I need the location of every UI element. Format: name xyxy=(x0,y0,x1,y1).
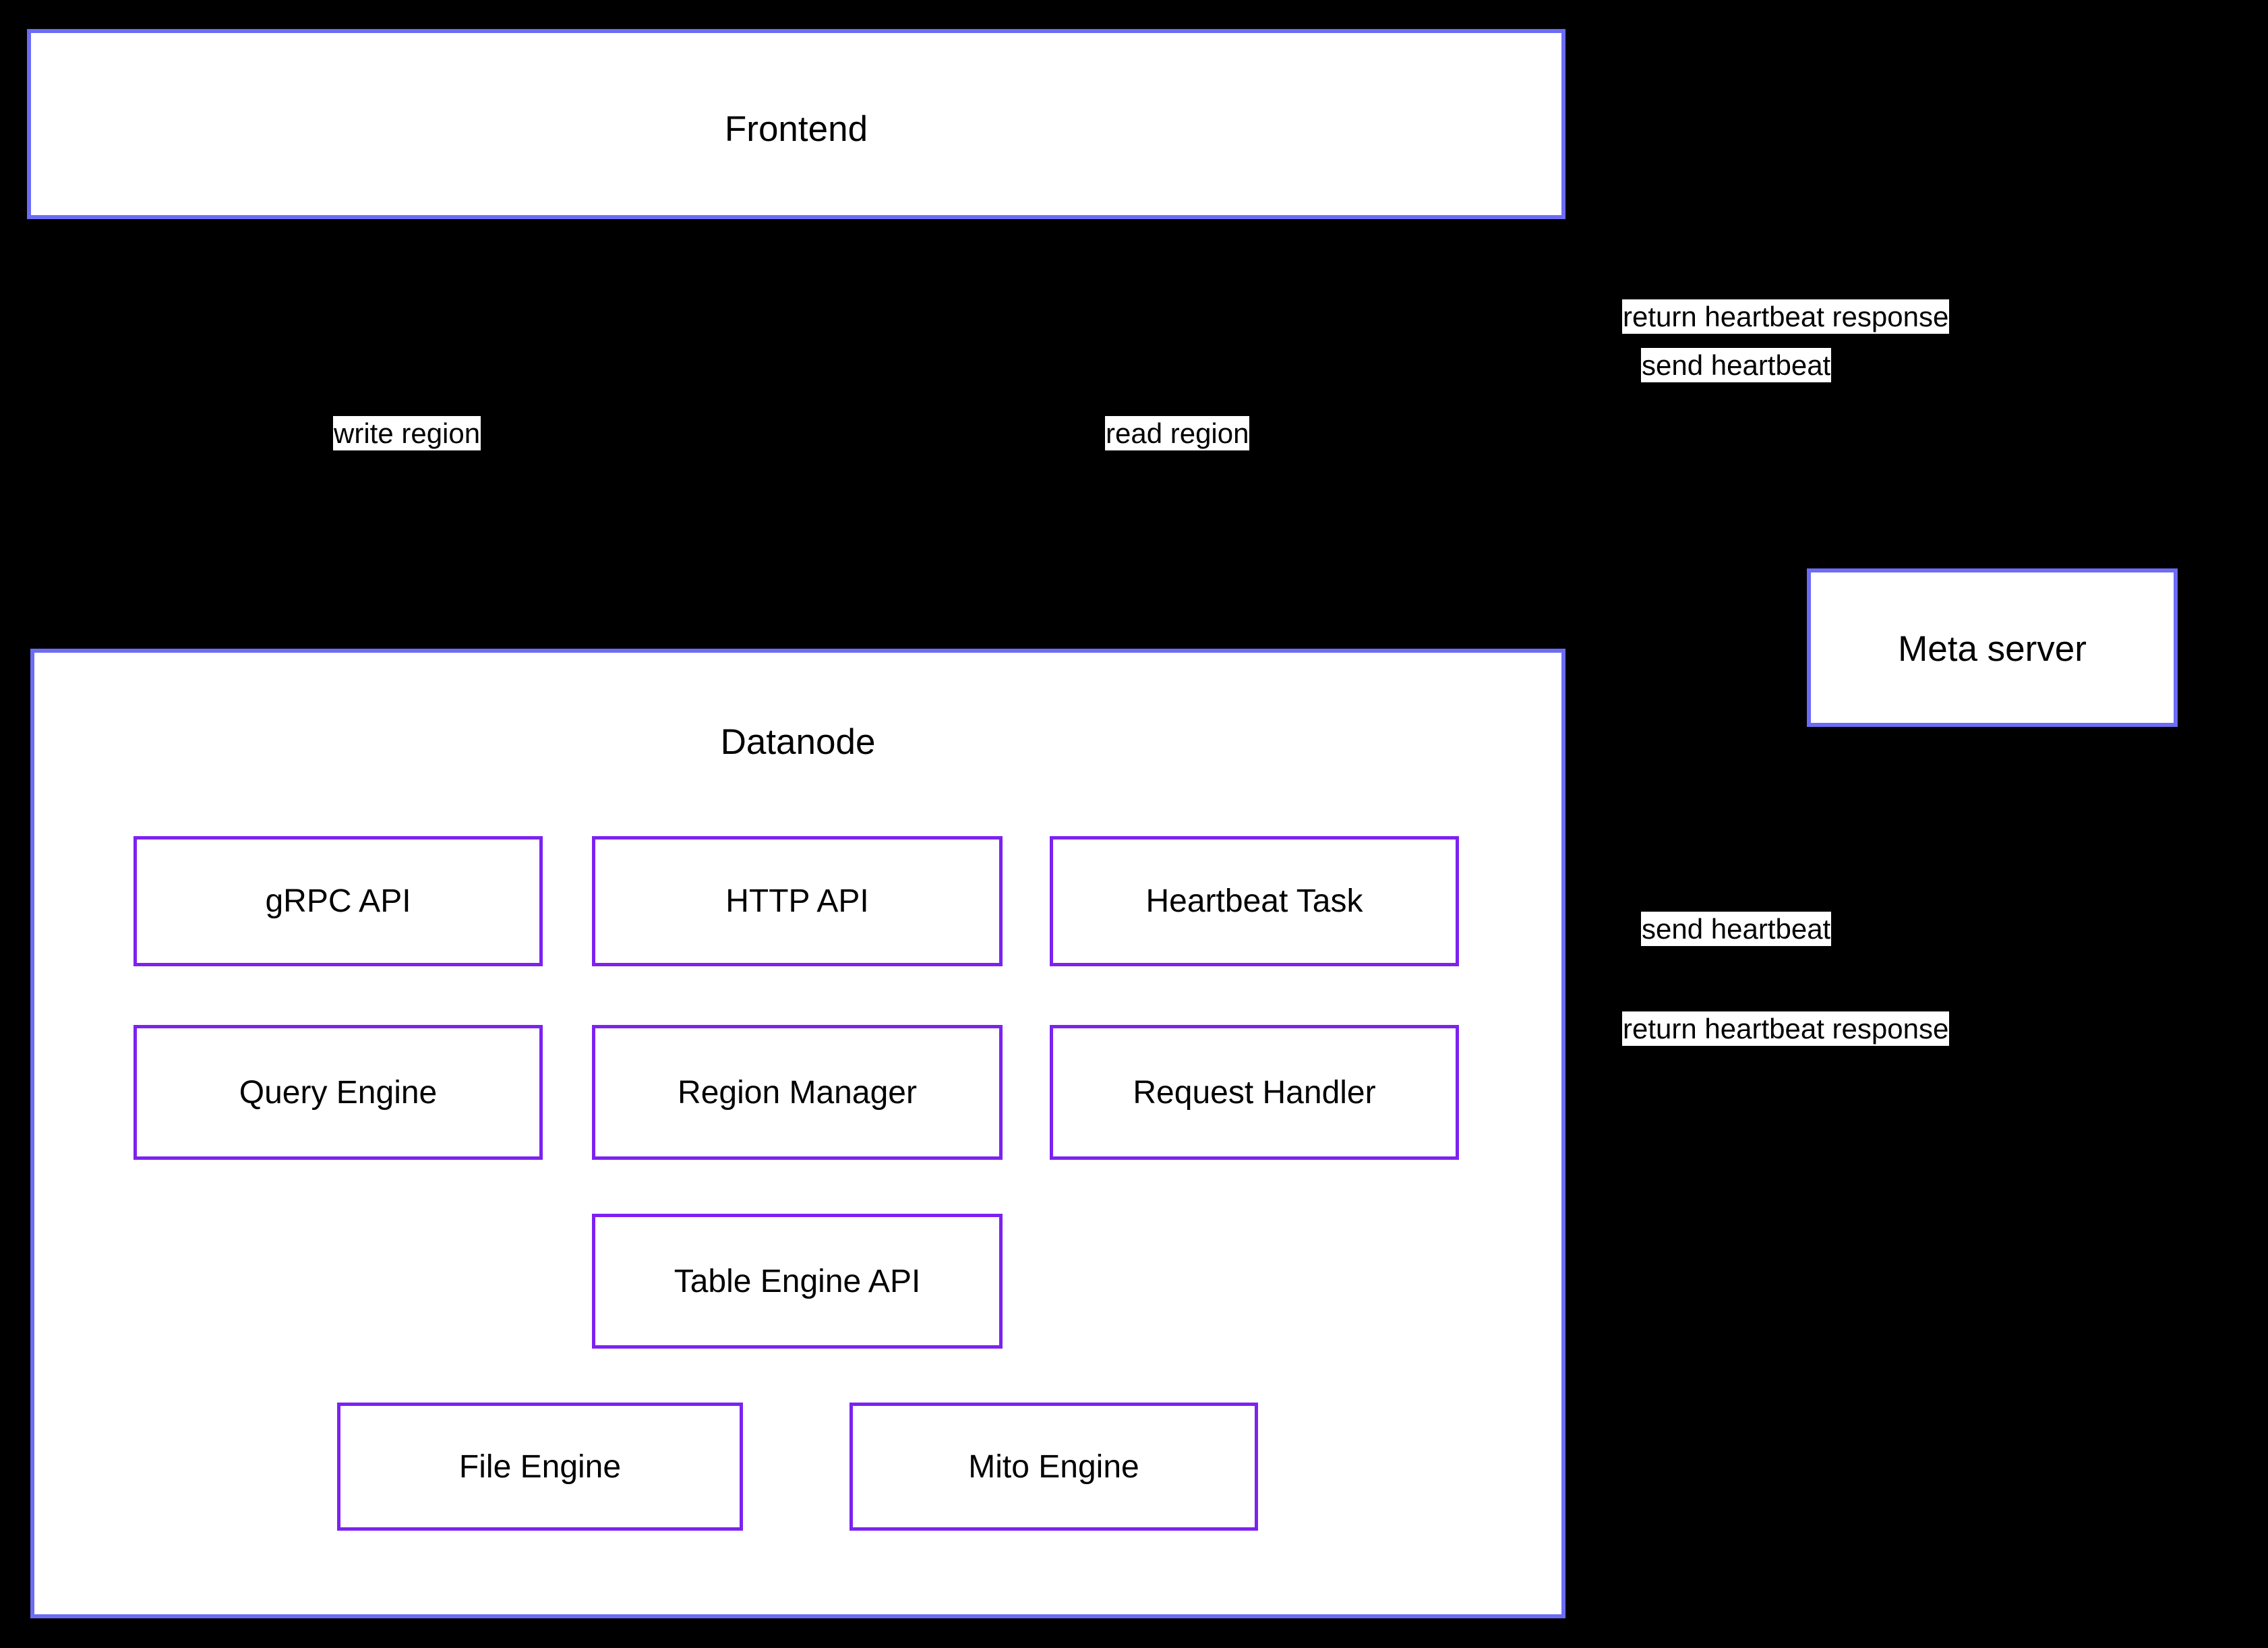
component-file-engine[interactable]: File Engine xyxy=(337,1403,743,1531)
component-region-manager[interactable]: Region Manager xyxy=(592,1025,1003,1160)
meta-server-node[interactable]: Meta server xyxy=(1807,568,2178,727)
edge-label-read-region: read region xyxy=(1105,416,1250,451)
edge-label-send-heartbeat-top: send heartbeat xyxy=(1641,348,1832,383)
frontend-node[interactable]: Frontend xyxy=(27,29,1565,219)
component-heartbeat-task[interactable]: Heartbeat Task xyxy=(1050,836,1459,966)
edge-label-write-region: write region xyxy=(333,416,481,451)
component-request-handler[interactable]: Request Handler xyxy=(1050,1025,1459,1160)
component-grpc-api[interactable]: gRPC API xyxy=(133,836,543,966)
meta-server-label: Meta server xyxy=(1898,629,2087,669)
datanode-label: Datanode xyxy=(720,722,876,762)
component-query-engine[interactable]: Query Engine xyxy=(133,1025,543,1160)
frontend-label: Frontend xyxy=(724,109,868,149)
edge-label-return-heartbeat-response-top: return heartbeat response xyxy=(1622,299,1950,334)
component-http-api[interactable]: HTTP API xyxy=(592,836,1003,966)
component-table-engine-api[interactable]: Table Engine API xyxy=(592,1214,1003,1349)
edge-label-return-heartbeat-response-bottom: return heartbeat response xyxy=(1622,1011,1950,1047)
edge-label-send-heartbeat-bottom: send heartbeat xyxy=(1641,912,1832,947)
component-mito-engine[interactable]: Mito Engine xyxy=(849,1403,1258,1531)
